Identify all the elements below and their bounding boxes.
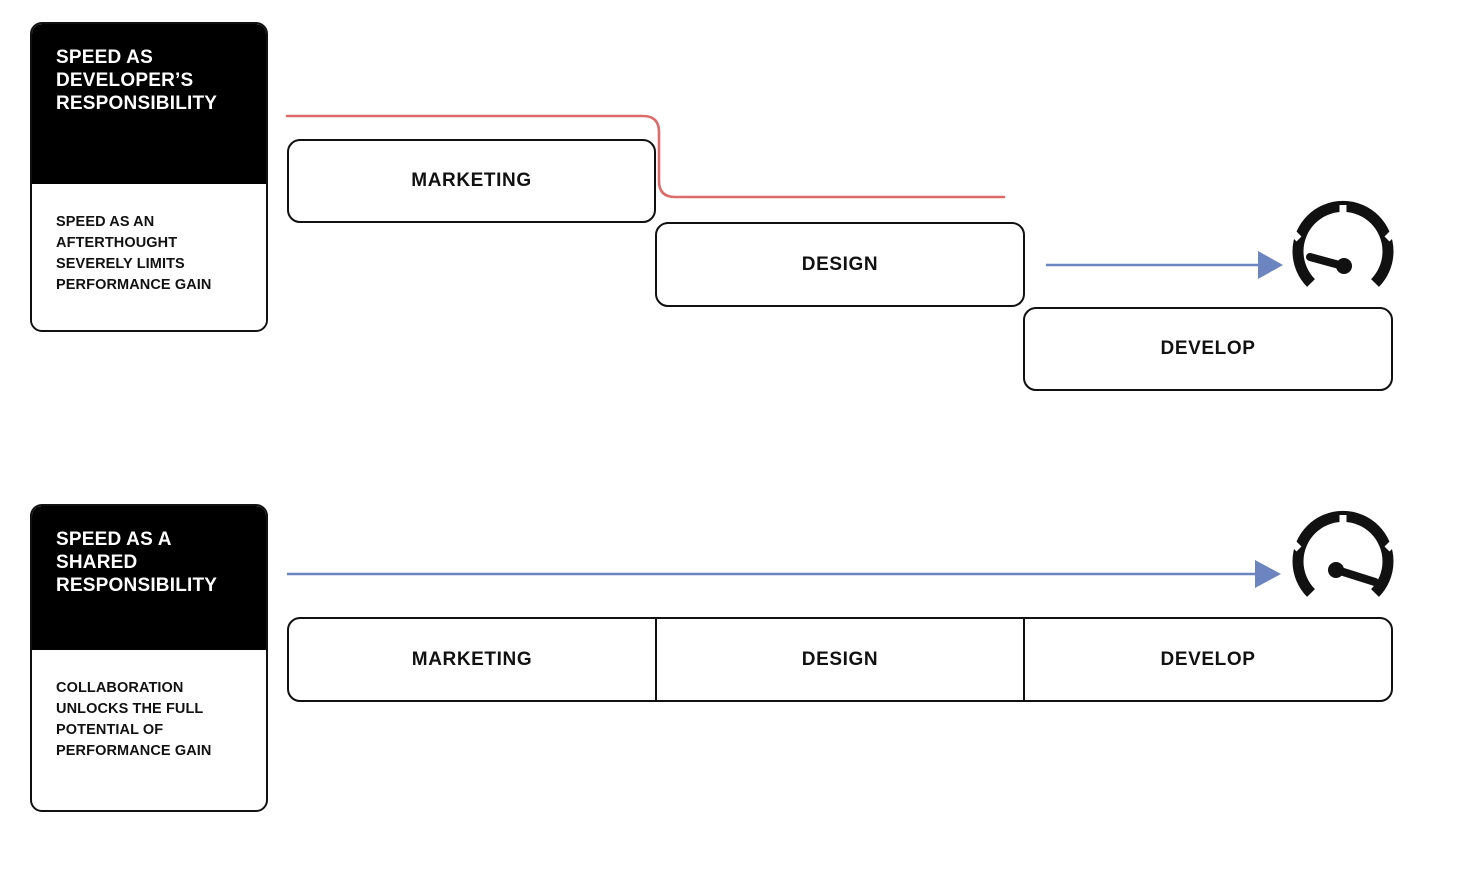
stage-cell-marketing-bottom[interactable]: MARKETING	[289, 619, 655, 700]
info-card-shared-responsibility: SPEED AS A SHARED RESPONSIBILITY COLLABO…	[30, 504, 268, 812]
info-card-developer-responsibility: SPEED AS DEVELOPER’S RESPONSIBILITY SPEE…	[30, 22, 268, 332]
speedometer-icon-high	[1265, 510, 1421, 597]
stage-cell-label: MARKETING	[411, 648, 533, 670]
stage-cell-label: DESIGN	[801, 648, 879, 670]
stage-box-develop-top[interactable]: DEVELOP	[1023, 307, 1393, 391]
speedometer-needle-high	[1333, 566, 1379, 586]
stage-cell-develop-bottom[interactable]: DEVELOP	[1023, 619, 1391, 700]
blue-arrow-long-head	[1255, 560, 1281, 588]
blue-arrow-short-head	[1258, 251, 1283, 279]
info-card-body: SPEED AS AN AFTERTHOUGHT SEVERELY LIMITS…	[32, 184, 266, 326]
stage-cell-label: DEVELOP	[1160, 648, 1256, 670]
blue-arrow-short	[1046, 251, 1283, 279]
stage-box-label: MARKETING	[411, 170, 532, 191]
stage-box-design-top[interactable]: DESIGN	[655, 222, 1025, 307]
stage-box-label: DEVELOP	[1160, 338, 1256, 359]
info-card-body: COLLABORATION UNLOCKS THE FULL POTENTIAL…	[32, 650, 266, 792]
stage-box-marketing-top[interactable]: MARKETING	[287, 139, 656, 223]
info-card-title: SPEED AS A SHARED RESPONSIBILITY	[32, 506, 266, 650]
combined-stage-bar[interactable]: MARKETING DESIGN DEVELOP	[287, 617, 1393, 702]
speedometer-needle-low	[1306, 253, 1347, 270]
info-card-title: SPEED AS DEVELOPER’S RESPONSIBILITY	[32, 24, 266, 184]
speedometer-icon-low	[1265, 200, 1421, 287]
blue-arrow-long	[287, 560, 1281, 588]
stage-cell-design-bottom[interactable]: DESIGN	[655, 619, 1023, 700]
stage-box-label: DESIGN	[801, 253, 879, 275]
